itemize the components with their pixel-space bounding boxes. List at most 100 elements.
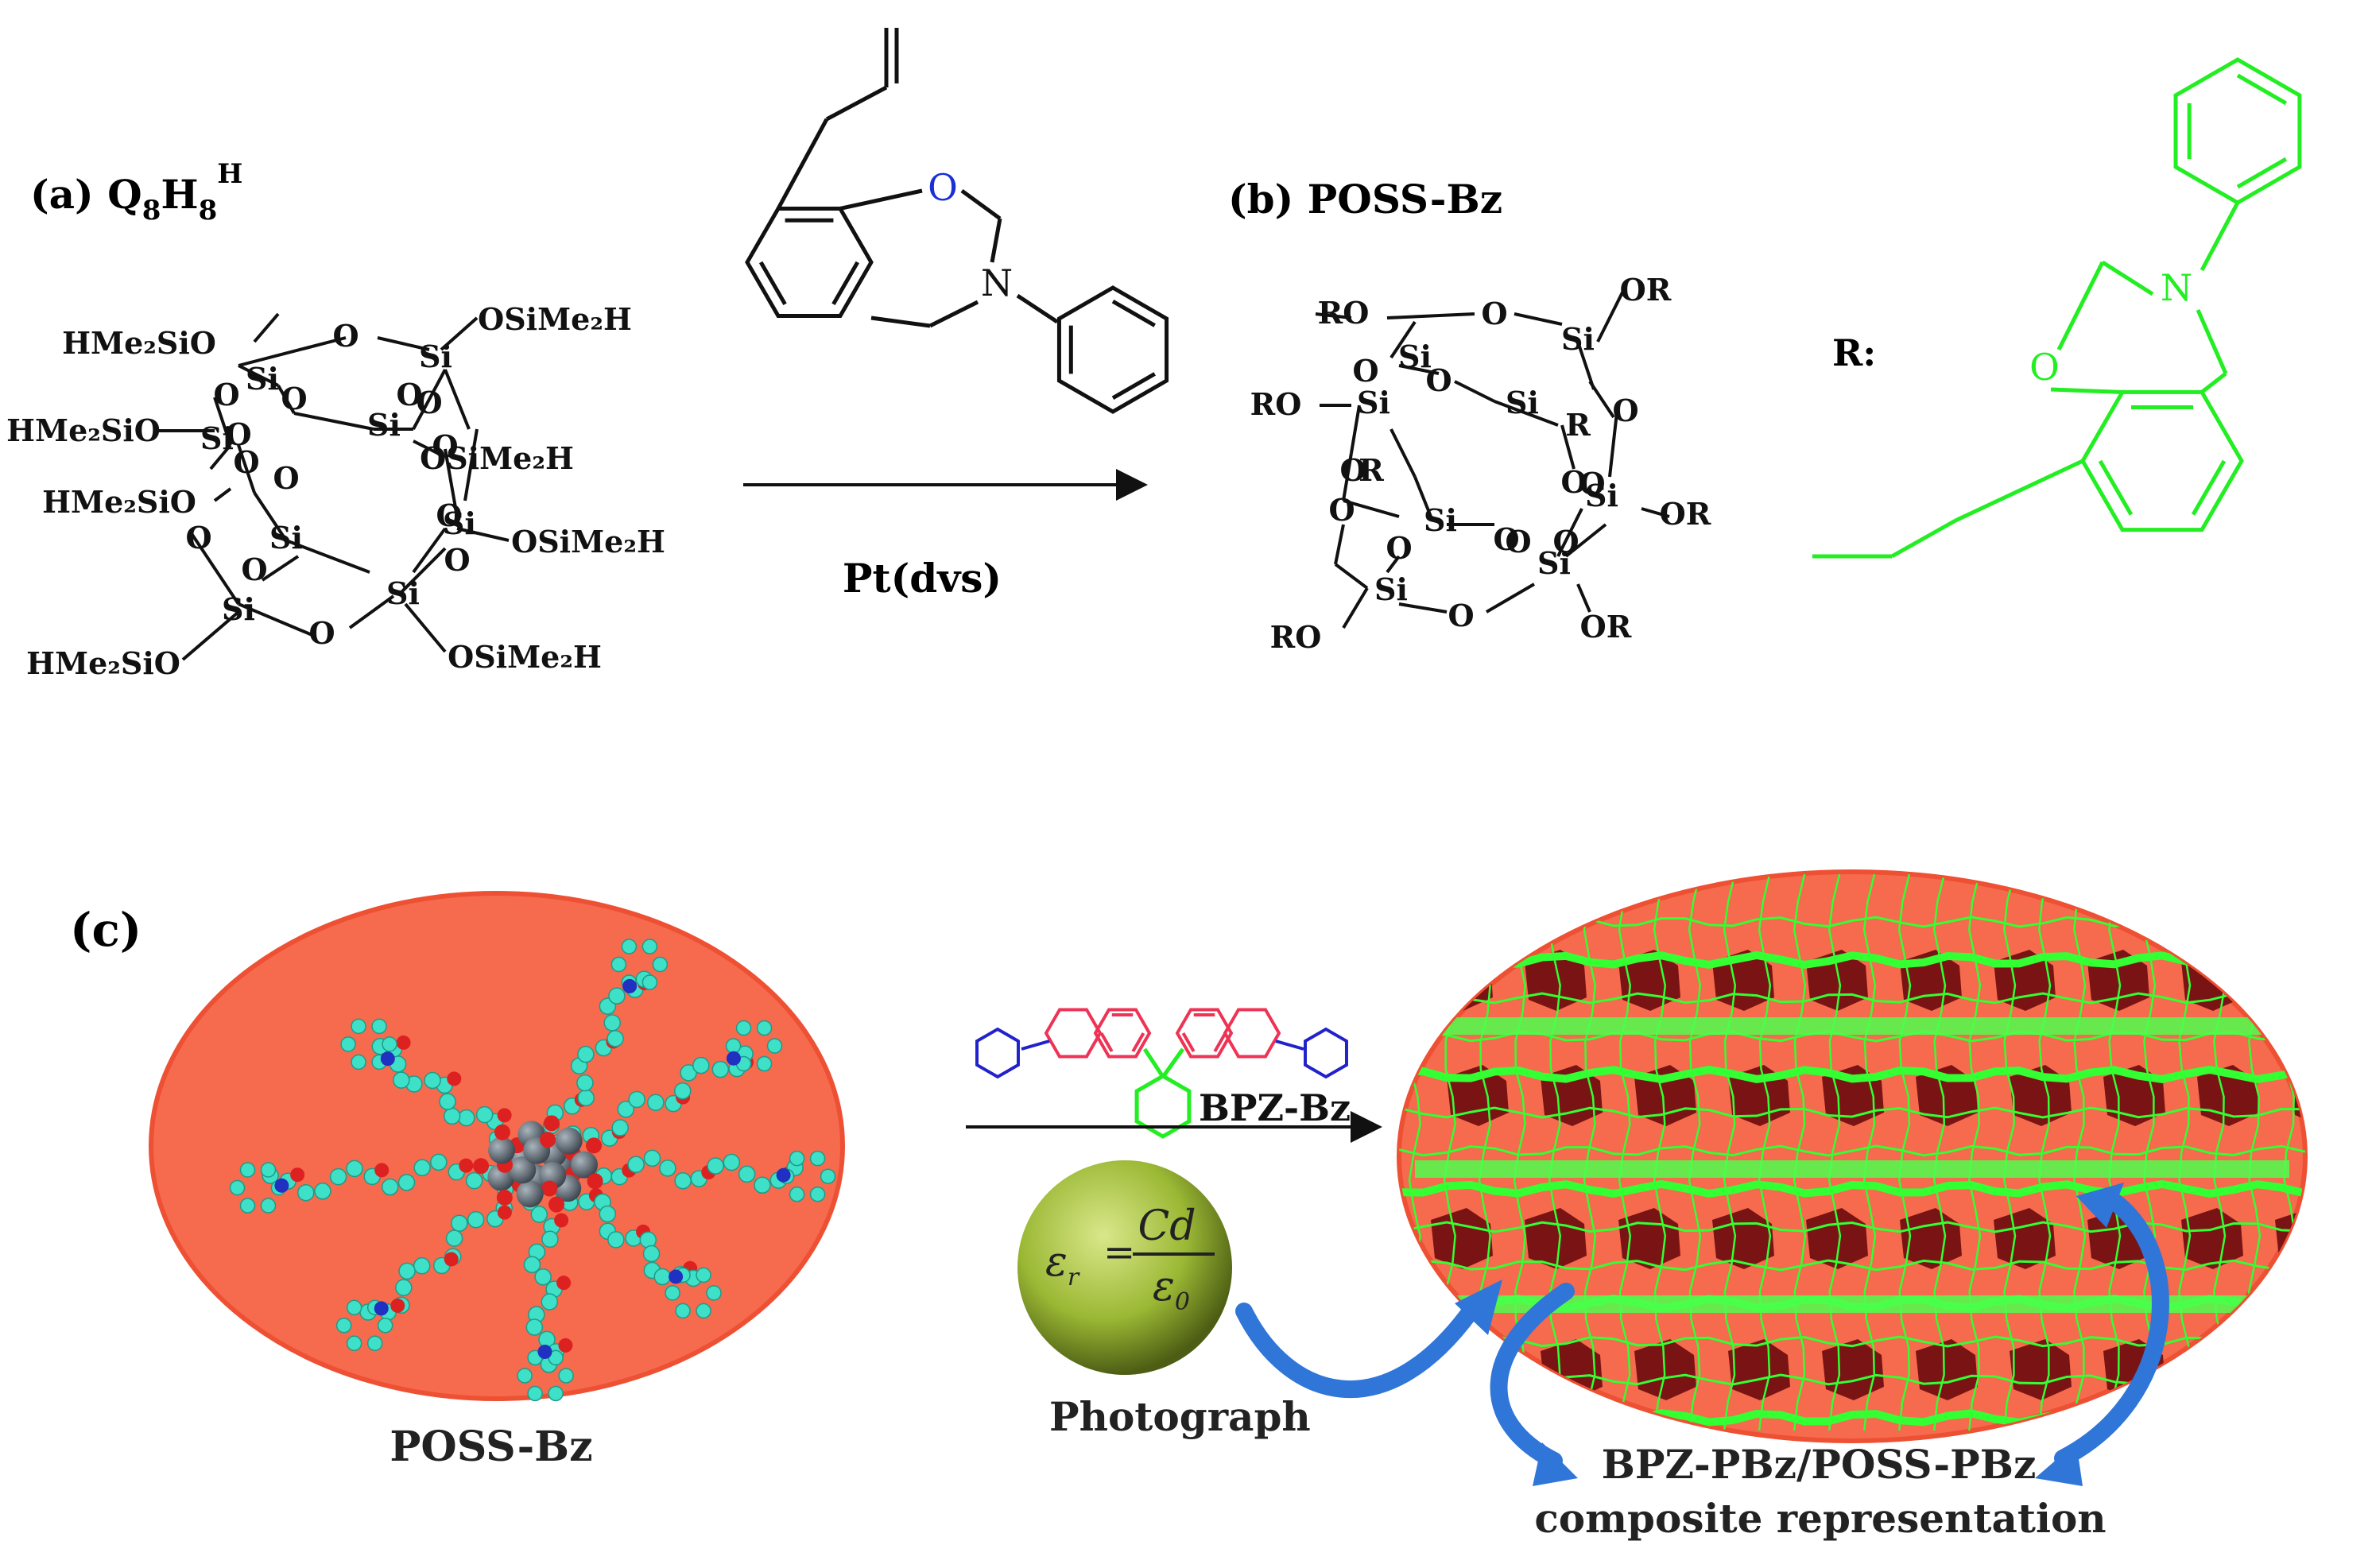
cage-b-bond (1342, 452, 1353, 501)
cage-a-bond (293, 412, 374, 431)
cage-b-or-label: OR (1660, 496, 1711, 532)
cage-oxygen-atom (540, 1132, 556, 1148)
phenyl-carbon-atom (382, 1036, 397, 1052)
cage-b-bond (1485, 583, 1536, 614)
carbon-atom (381, 1178, 399, 1196)
cage-a-osime2h-label: OSiMe₂H (448, 639, 602, 675)
composite-caption-line1: BPZ-PBz/POSS-PBz (1602, 1441, 2037, 1488)
formula-numerator: Cd (1138, 1202, 1196, 1250)
r-oxazine-bond (2056, 261, 2105, 351)
r-phenyl-ring-double-bond (2236, 157, 2288, 189)
cage-b-si-atom: Si (1561, 321, 1595, 357)
cage-a-bond (277, 385, 296, 414)
cage-b-bond (1398, 364, 1440, 375)
reactant-allyl-bond (776, 118, 829, 210)
oxygen-atom (554, 1213, 569, 1228)
cage-a-bond (253, 312, 280, 343)
carbon-atom (523, 1256, 541, 1274)
poss-domain-brick (2291, 1339, 2305, 1400)
cage-b-bond (1514, 312, 1563, 326)
carbon-atom (451, 1214, 468, 1232)
poss-bz-caption: POSS-Bz (390, 1423, 592, 1471)
carbon-atom (439, 1093, 456, 1110)
cage-a-hme2sio-label: HMe₂SiO (62, 325, 216, 361)
cage-a-si-atom: Si (443, 505, 476, 541)
polymer-chain-horizontal (1399, 1221, 2305, 1233)
cage-a-bond (261, 555, 300, 582)
carbon-atom (607, 1030, 624, 1047)
cage-b-o-atom: O (1328, 492, 1355, 528)
r-oxazine-bond (2050, 387, 2123, 394)
cage-oxygen-atom (496, 1189, 513, 1206)
r-propyl-bond (1954, 459, 2084, 523)
phenyl-carbon-atom (756, 1055, 773, 1072)
oxygen-atom (558, 1338, 573, 1353)
polymer-chain-horizontal (1399, 1030, 2305, 1043)
cage-a-bond (181, 610, 240, 661)
blue-arrowheads (1455, 1183, 2124, 1486)
nitrogen-atom (669, 1269, 684, 1284)
oxygen-atom (374, 1163, 390, 1178)
carbon-atom (393, 1071, 410, 1089)
nitrogen-atom (622, 978, 638, 993)
cage-b-bond (1334, 563, 1369, 590)
poss-domain-brick (2181, 1208, 2243, 1269)
r-n-phenyl-bond (2200, 201, 2240, 272)
carbon-atom (674, 1172, 692, 1190)
polymer-chain-vertical (2038, 873, 2052, 1431)
cage-a-o-atom: O (233, 444, 259, 480)
crosslink-band (1415, 1017, 2289, 1035)
cage-a-bond (377, 336, 430, 351)
carbon-atom (647, 1094, 665, 1111)
phenyl-carbon-atom (260, 1162, 277, 1178)
carbon-atom (577, 1045, 595, 1063)
formula-epsilon-r: εr (1045, 1238, 1080, 1291)
phenyl-carbon-atom (725, 1038, 742, 1054)
arrowhead-1 (1455, 1280, 1502, 1335)
cage-b-si-atom: Si (1537, 545, 1571, 581)
poss-domain-brick (2275, 950, 2305, 1011)
nitrogen-atom (726, 1051, 741, 1066)
polymer-chain-vertical (1688, 873, 1702, 1431)
permittivity-formula: εr = Cd ε0 (1045, 1202, 1215, 1316)
cage-b-r-label: R (1565, 407, 1591, 443)
r-group-structure (1812, 57, 2302, 559)
carbon-atom (465, 1171, 483, 1190)
poss-domain-brick (2291, 1065, 2305, 1126)
monomer-bond (1275, 1040, 1304, 1051)
carbon-atom (398, 1262, 416, 1280)
reactant-benzene-ring (745, 206, 874, 319)
r-benzene-ring-double-bond (2191, 459, 2227, 516)
polymer-chain-vertical (2108, 873, 2122, 1431)
si-atom (509, 1156, 537, 1184)
phenyl-carbon-atom (641, 974, 658, 990)
cage-a-o-atom: O (241, 552, 267, 587)
nitrogen-atom (380, 1051, 395, 1067)
cage-a-o-atom: O (436, 498, 462, 533)
phenyl-carbon-atom (351, 1018, 366, 1035)
svg-text:(a) Q8H8H: (a) Q8H8H (30, 158, 242, 226)
cage-a-si-atom: Si (222, 591, 255, 627)
r-benzene-ring-double-bond (2098, 459, 2134, 516)
arrowhead-4 (2076, 1183, 2124, 1228)
cage-b-o-atom: O (1612, 393, 1638, 428)
cage-b-o-atom: O (1552, 524, 1579, 559)
si-atom (516, 1180, 544, 1208)
cage-b-or-label: OR (1580, 609, 1632, 645)
cage-a-bond (213, 487, 232, 502)
composite-caption-line2: composite representation (1534, 1495, 2106, 1542)
cage-a-bond (413, 439, 446, 459)
cage-a-osime2h-label: OSiMe₂H (420, 440, 574, 476)
carbon-atom (611, 1119, 629, 1136)
cage-a-bond (456, 527, 510, 542)
cage-b-bond (1560, 424, 1576, 470)
cage-a-o-atom: O (396, 377, 422, 412)
oxygen-atom (556, 1276, 572, 1291)
cage-b-bond (1389, 320, 1417, 359)
cage-b-bond (1494, 400, 1559, 427)
cage-b-o-atom: O (1505, 524, 1531, 559)
cage-a-bond (238, 602, 315, 637)
cage-b-bond (1342, 587, 1369, 629)
phenyl-carbon-atom (735, 1020, 752, 1036)
